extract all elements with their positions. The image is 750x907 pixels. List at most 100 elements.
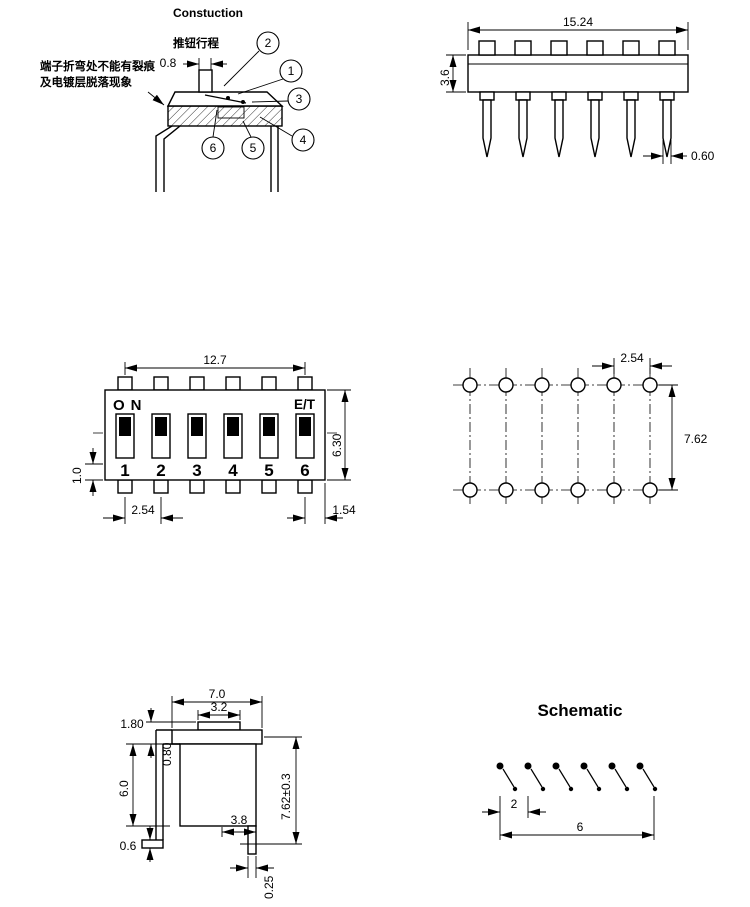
- dim-text: 2: [511, 797, 518, 811]
- dim-text: 7.62±0.3: [279, 773, 293, 820]
- balloon-6-text: 6: [210, 141, 217, 155]
- switch-actuator: [299, 417, 311, 436]
- pole-dot: [496, 762, 504, 770]
- lever: [586, 768, 599, 788]
- dim-text: 7.0: [209, 687, 226, 701]
- balloon-6: [201, 136, 225, 160]
- leader-line: [223, 50, 260, 87]
- dim-text: 6.0: [117, 780, 131, 797]
- right-terminal-pin: [270, 126, 279, 192]
- extension-lines: [662, 140, 672, 164]
- side-view: 7.0 3.2 1.80 0.80 6.0 0.6 3.8: [117, 687, 302, 899]
- dim-edge-offset: 1.0: [70, 448, 103, 496]
- leader-line: [259, 116, 293, 137]
- bottom-pin-tabs: [117, 479, 313, 494]
- switch-actuator: [155, 417, 167, 436]
- lever: [642, 768, 655, 788]
- svg-text:4: 4: [228, 461, 238, 480]
- dim-text: 0.6: [120, 839, 137, 853]
- contact-point: [226, 96, 230, 100]
- dim-actuator-width: 3.2: [197, 700, 241, 720]
- dim-schematic-total: 6: [500, 796, 655, 840]
- switch-slot: [151, 413, 171, 459]
- dim-text: 6: [577, 820, 584, 834]
- switch-slot: [259, 413, 279, 459]
- switch-body-top: [104, 389, 326, 481]
- dim-text: 1.54: [332, 503, 356, 517]
- brand-label: E/T: [294, 397, 316, 412]
- balloon-4: [291, 128, 315, 152]
- dim-end-margin: 1.54: [287, 483, 356, 524]
- switch-cross-section: [155, 69, 284, 192]
- throw-dot: [512, 786, 518, 792]
- note-line1: 端子折弯处不能有裂痕: [40, 59, 155, 73]
- extension-lines: [659, 384, 678, 491]
- dim-pin-thickness: 0.25: [230, 856, 276, 899]
- svg-text:2: 2: [156, 461, 165, 480]
- dim-body-height: 6.0: [117, 744, 170, 827]
- dim-text: 0.60: [691, 149, 715, 163]
- dim-pin-width: 0.60: [643, 140, 715, 164]
- balloon-3-text: 3: [296, 92, 303, 106]
- balloon-3: [287, 87, 311, 111]
- svg-text:5: 5: [264, 461, 273, 480]
- switch-slot: [187, 413, 207, 459]
- dim-total-width: 7.0: [171, 687, 263, 728]
- leader-line: [237, 78, 284, 95]
- switch-symbols: [496, 762, 658, 792]
- extension-lines: [85, 463, 103, 481]
- dim-schematic-pitch: 2: [482, 796, 546, 840]
- through-hole-pins: [479, 91, 675, 158]
- balloon-callouts: 2 1 3 4 5 6: [201, 31, 315, 160]
- construction-title: Constuction: [173, 6, 243, 20]
- front-view: 15.24 3.6: [438, 15, 715, 164]
- slide-switches: [115, 413, 315, 459]
- centerlines: [453, 368, 667, 507]
- balloon-1: [279, 59, 303, 83]
- molded-base: [167, 105, 283, 127]
- dim-text: 1.0: [70, 467, 84, 484]
- top-view: 12.7 ON E/T: [70, 353, 356, 524]
- dim-text: 1.80: [120, 717, 144, 731]
- dim-body-depth: 6.30: [327, 389, 351, 481]
- dim-foot-thickness: 0.6: [120, 826, 154, 862]
- pole-dot: [552, 762, 560, 770]
- dim-text: 3.6: [438, 69, 452, 86]
- construction-view: Constuction 推钮行程 0.8 端子折弯处不能有裂痕 及电镀层脱落现象: [40, 6, 315, 192]
- dim-text: 2.54: [620, 351, 644, 365]
- switch-slot: [223, 413, 243, 459]
- contact-point: [241, 100, 245, 104]
- dim-text: 0.8: [160, 56, 177, 70]
- throw-dot: [596, 786, 602, 792]
- actuator-knob: [198, 69, 213, 93]
- pole-dot: [636, 762, 644, 770]
- switch-actuator: [263, 417, 275, 436]
- dim-text: 6.30: [330, 433, 344, 457]
- throw-dot: [568, 786, 574, 792]
- switch-body: [467, 54, 689, 93]
- pole-dot: [524, 762, 532, 770]
- balloon-5-text: 5: [250, 141, 257, 155]
- pole-dot: [580, 762, 588, 770]
- actuator-knob-side: [197, 721, 241, 731]
- leader-line: [212, 109, 218, 138]
- bottom-pin-side: [247, 825, 257, 855]
- body-side: [179, 743, 257, 827]
- dim-body-height: 3.6: [438, 54, 466, 93]
- switch-slot: [115, 413, 135, 459]
- dim-text: 3.2: [211, 700, 228, 714]
- switch-actuator: [119, 417, 131, 436]
- actuator-bumps: [478, 40, 676, 56]
- dim-pitch: 2.54: [103, 497, 183, 524]
- lever: [502, 768, 515, 788]
- note-line2: 及电镀层脱落现象: [40, 75, 132, 89]
- position-numbers: 1 2 3 4 5 6: [120, 461, 309, 480]
- dim-text: 0.25: [262, 875, 276, 899]
- dim-hole-pitch: 2.54: [592, 351, 672, 374]
- dim-text: 2.54: [131, 503, 155, 517]
- on-label: ON: [113, 397, 148, 414]
- dim-travel: 0.8: [160, 56, 227, 72]
- svg-text:6: 6: [300, 461, 309, 480]
- top-plate: [171, 729, 263, 745]
- dim-row-spacing: 7.62: [659, 384, 708, 491]
